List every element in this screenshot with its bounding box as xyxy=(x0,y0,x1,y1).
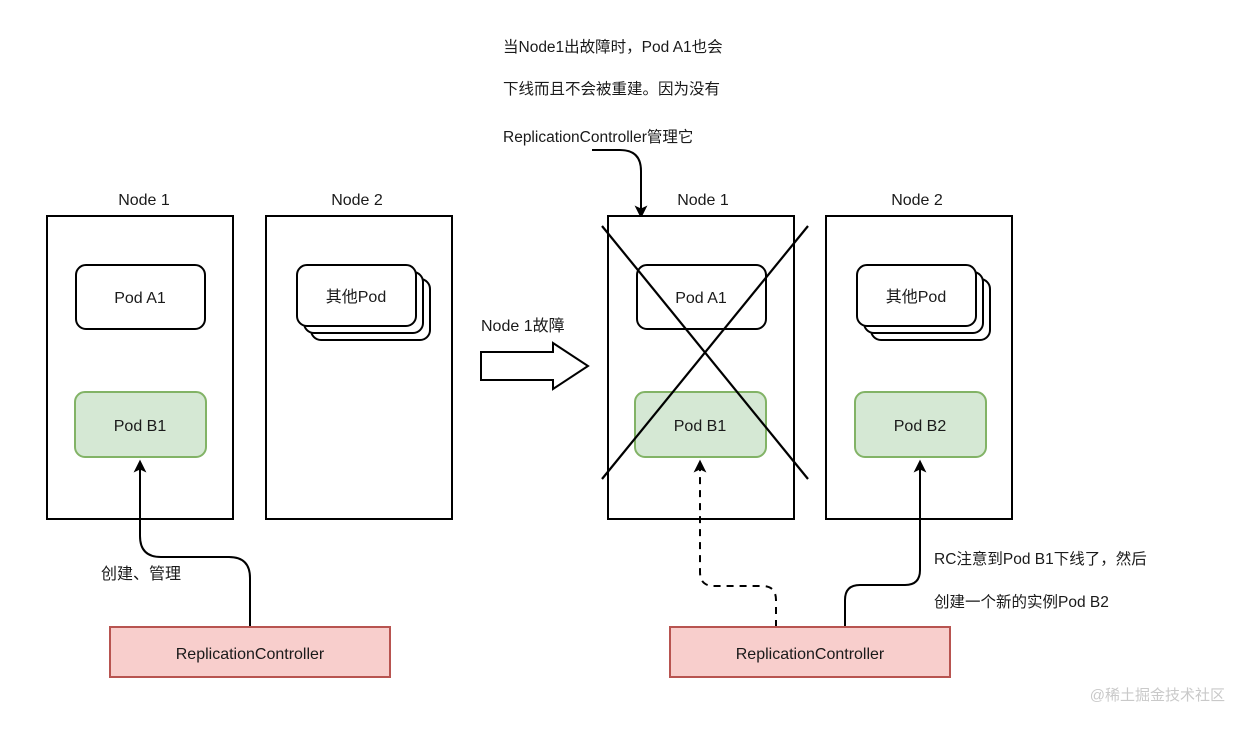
left-other-pod-label: 其他Pod xyxy=(326,288,386,306)
left-rc-box xyxy=(109,626,391,678)
transition-arrow-shape xyxy=(480,341,590,391)
right-pod-b1: Pod B1 xyxy=(634,391,767,458)
right-node-2-title: Node 2 xyxy=(891,192,943,209)
left-rc-label: ReplicationController xyxy=(176,646,325,663)
left-node-1-title: Node 1 xyxy=(118,192,170,209)
left-pod-b1-label: Pod B1 xyxy=(114,418,167,435)
left-scene: Node 1 Pod A1 Pod B1 Node 2 其他Pod xyxy=(46,192,453,678)
transition-arrow-group: Node 1故障 xyxy=(480,317,590,391)
rc-note-line-1: RC注意到Pod B1下线了，然后 xyxy=(934,549,1147,568)
right-pod-b2-box xyxy=(854,391,987,458)
left-other-pods-stack: 其他Pod xyxy=(296,264,431,341)
rc-recreate-note: RC注意到Pod B1下线了，然后 创建一个新的实例Pod B2 xyxy=(934,549,1147,611)
left-edge-label: 创建、管理 xyxy=(101,565,181,583)
right-pod-b1-label: Pod B1 xyxy=(674,418,727,435)
node-failure-cross-icon xyxy=(601,225,809,480)
left-node-2-title: Node 2 xyxy=(331,192,383,209)
right-pod-a1-label: Pod A1 xyxy=(675,290,727,307)
right-node-1: Node 1 Pod A1 Pod B1 xyxy=(601,192,809,520)
right-pod-a1: Pod A1 xyxy=(636,264,767,330)
watermark: @稀土掘金技术社区 xyxy=(1090,687,1225,704)
right-rc-to-podb1-dashed-edge xyxy=(693,459,777,627)
right-pod-a1-box xyxy=(636,264,767,330)
left-replication-controller: ReplicationController xyxy=(109,626,391,678)
right-scene: Node 1 Pod A1 Pod B1 Node 2 xyxy=(601,192,1147,678)
failure-annotation-note: 当Node1出故障时，Pod A1也会 下线而且不会被重建。因为没有 Repli… xyxy=(503,38,723,146)
note-line-3: ReplicationController管理它 xyxy=(503,128,693,146)
note-to-node1-arrow xyxy=(592,149,648,219)
left-pod-b1: Pod B1 xyxy=(74,391,207,458)
right-pod-b1-box xyxy=(634,391,767,458)
note-line-1: 当Node1出故障时，Pod A1也会 xyxy=(503,38,723,56)
right-node-1-box xyxy=(607,215,795,520)
right-rc-box xyxy=(669,626,951,678)
left-pod-a1: Pod A1 xyxy=(75,264,206,330)
right-other-pods-stack: 其他Pod xyxy=(856,264,991,341)
left-other-pod-layer-1 xyxy=(296,264,417,327)
left-pod-a1-label: Pod A1 xyxy=(114,290,166,307)
right-pod-b2: Pod B2 xyxy=(854,391,987,458)
right-node-1-title: Node 1 xyxy=(677,192,729,209)
left-pod-b1-box xyxy=(74,391,207,458)
rc-note-line-2: 创建一个新的实例Pod B2 xyxy=(934,593,1109,611)
note-line-2: 下线而且不会被重建。因为没有 xyxy=(503,80,720,98)
transition-label: Node 1故障 xyxy=(481,317,565,335)
right-rc-label: ReplicationController xyxy=(736,646,885,663)
right-rc-to-podb2-edge xyxy=(844,459,927,627)
right-other-pod-layer-1 xyxy=(856,264,977,327)
left-node-2: Node 2 其他Pod xyxy=(265,192,453,520)
left-pod-a1-box xyxy=(75,264,206,330)
left-node-1: Node 1 Pod A1 Pod B1 xyxy=(46,192,234,520)
left-rc-to-podb1-edge xyxy=(133,459,251,627)
right-other-pod-label: 其他Pod xyxy=(886,288,946,306)
left-node-2-box xyxy=(265,215,453,520)
right-pod-b2-label: Pod B2 xyxy=(894,418,947,435)
right-replication-controller: ReplicationController xyxy=(669,626,951,678)
